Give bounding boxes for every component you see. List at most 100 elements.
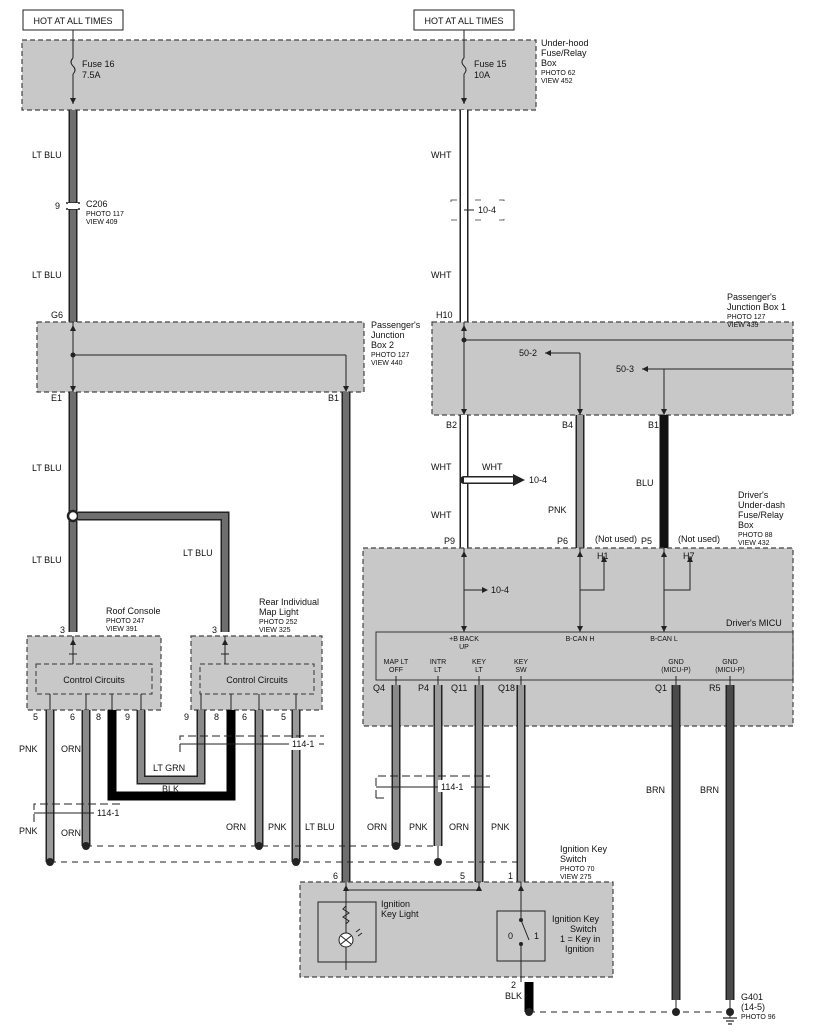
switch-label-3: 1 = Key in xyxy=(560,934,600,944)
underhood-title-3: Box xyxy=(541,58,557,68)
micu-sig-maplt-1: MAP LT xyxy=(384,659,409,666)
fuse-15-rating: 10A xyxy=(474,70,490,80)
map-light-title-1: Rear Individual xyxy=(259,597,319,607)
c206-pin: 9 xyxy=(55,201,60,211)
key-light-box xyxy=(317,901,377,963)
splice-ltblu xyxy=(66,509,80,523)
light-rays-icon xyxy=(355,928,363,937)
ignition-pin-1: 1 xyxy=(508,871,513,881)
micu-sig-gnd1-1: GND xyxy=(668,659,684,666)
driver-box-title-4: Box xyxy=(738,520,754,530)
switch-pos-0: 0 xyxy=(508,931,513,941)
wire-label-orn-q4: ORN xyxy=(367,822,387,832)
micu-sig-intrlt-2: LT xyxy=(434,667,442,674)
roof-console-pin-in: 3 xyxy=(60,625,65,635)
underhood-title-1: Under-hood xyxy=(541,38,589,48)
wire-label-brn-2: BRN xyxy=(700,785,719,795)
wire-label-wht-5: WHT xyxy=(482,462,503,472)
map-light-photo: PHOTO 252 xyxy=(259,619,297,626)
wire-label-blk-loop: BLK xyxy=(162,784,179,794)
ground-photo: PHOTO 96 xyxy=(741,1014,776,1021)
roof-console-view: VIEW 391 xyxy=(106,626,138,633)
fuse-15-icon xyxy=(461,57,467,75)
fuse-16-name: Fuse 16 xyxy=(82,59,115,69)
roof-console-photo: PHOTO 247 xyxy=(106,618,144,625)
driver-pin-h1: H1 xyxy=(597,551,609,561)
roof-console-pin-5: 5 xyxy=(33,712,38,722)
ignition-key-switch xyxy=(299,881,614,978)
micu-pin-q1: Q1 xyxy=(655,683,667,693)
ref-114-1-roof: 114-1 xyxy=(97,808,119,818)
driver-box-title-3: Fuse/Relay xyxy=(738,510,784,520)
key-light-label-2: Key Light xyxy=(381,909,419,919)
wire-label-pnk-q18: PNK xyxy=(491,822,510,832)
switch-label-1: Ignition Key xyxy=(552,914,600,924)
map-light-view: VIEW 325 xyxy=(259,627,291,634)
ground-ref: (14-5) xyxy=(741,1002,765,1012)
ground-icon xyxy=(723,1012,737,1025)
micu-sig-maplt-2: OFF xyxy=(389,667,403,674)
map-light-pin-in: 3 xyxy=(212,625,217,635)
micu-sig-keysw-1: KEY xyxy=(514,659,528,666)
roof-console-pin-6: 6 xyxy=(70,712,75,722)
ignition-pin-2: 2 xyxy=(511,980,516,990)
wire-label-ltblu-3: LT BLU xyxy=(32,463,62,473)
wire-label-pnk-1: PNK xyxy=(548,505,567,515)
micu-sig-keylt-2: LT xyxy=(475,667,483,674)
switch-pos-1: 1 xyxy=(534,931,539,941)
micu-sig-gnd2-1: GND xyxy=(722,659,738,666)
map-light-control xyxy=(199,663,315,695)
pjb1-ref-50-2: 50-2 xyxy=(519,348,537,358)
c206-photo: PHOTO 117 xyxy=(86,211,124,218)
micu-sig-intrlt-1: INTR xyxy=(430,659,446,666)
wire-label-orn-map: ORN xyxy=(226,822,246,832)
wire-label-blu: BLU xyxy=(636,478,654,488)
wire-label-wht-2: WHT xyxy=(431,270,452,280)
driver-box-photo: PHOTO 88 xyxy=(738,532,773,539)
pjb2-pin-b1: B1 xyxy=(328,393,339,403)
wire-label-ltblu-4: LT BLU xyxy=(32,555,62,565)
roof-console-control xyxy=(35,663,153,695)
micu-pin-q18: Q18 xyxy=(498,683,515,693)
hot-label-left: HOT AT ALL TIMES xyxy=(33,16,112,26)
pjb1-pin-h10: H10 xyxy=(436,310,453,320)
wire-label-orn-roof-2: ORN xyxy=(61,828,81,838)
wire-label-orn-roof-1: ORN xyxy=(61,744,81,754)
wire-label-pnk-roof-1: PNK xyxy=(19,744,38,754)
wire-label-ltblu-b1: LT BLU xyxy=(305,822,335,832)
micu-title: Driver's MICU xyxy=(726,618,782,628)
ignition-view: VIEW 275 xyxy=(560,874,592,881)
driver-pin-p6: P6 xyxy=(557,536,568,546)
pjb1-pin-b4: B4 xyxy=(562,420,573,430)
pjb1-photo: PHOTO 127 xyxy=(727,314,765,321)
micu-sig-gnd2-2: (MICU-P) xyxy=(715,667,745,674)
pjb1-pin-b2: B2 xyxy=(446,420,457,430)
ignition-title-2: Switch xyxy=(560,854,587,864)
c206-view: VIEW 409 xyxy=(86,219,118,226)
micu-pin-p4: P4 xyxy=(418,683,429,693)
ignition-pin-5: 5 xyxy=(460,871,465,881)
underhood-fuse-box xyxy=(21,39,537,111)
wire-blk-loop xyxy=(107,710,236,801)
driver-pin-h7: H7 xyxy=(683,551,695,561)
map-light-pin-8: 8 xyxy=(214,712,219,722)
underhood-view: VIEW 452 xyxy=(541,78,573,85)
switch-label-4: Ignition xyxy=(565,944,594,954)
c206-name: C206 xyxy=(86,199,108,209)
rear-map-light xyxy=(190,635,323,711)
wire-label-pnk-map: PNK xyxy=(268,822,287,832)
not-used-label-1: (Not used) xyxy=(595,534,637,544)
wire-ltblu-branch xyxy=(78,513,228,632)
pjb2-title-3: Box 2 xyxy=(371,340,394,350)
pjb1-ref-50-3: 50-3 xyxy=(616,364,634,374)
splice-ref-10-4: 10-4 xyxy=(529,475,547,485)
driver-box-title-2: Under-dash xyxy=(738,500,785,510)
passenger-junction-box-2 xyxy=(36,321,365,393)
driver-micu xyxy=(375,631,794,681)
micu-pin-q4: Q4 xyxy=(373,683,385,693)
wire-label-wht-4: WHT xyxy=(431,510,452,520)
micu-sig-backup-1: +B BACK xyxy=(449,636,479,643)
roof-console xyxy=(26,635,162,711)
driver-pin-p5: P5 xyxy=(641,536,652,546)
